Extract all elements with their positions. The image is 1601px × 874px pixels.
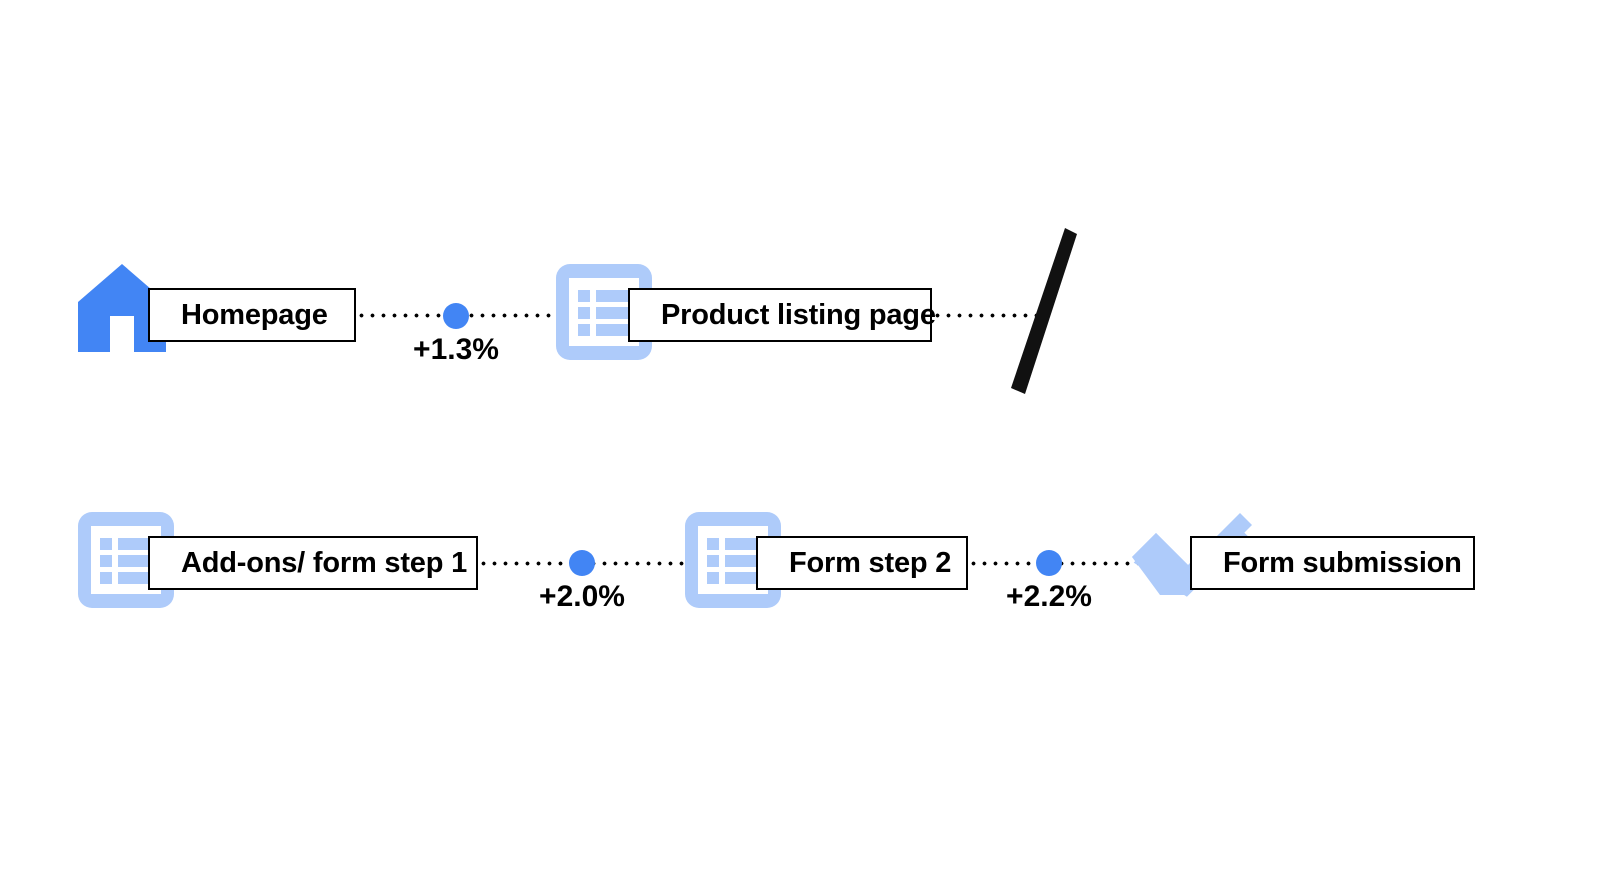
node-add-ons-form-step-1[interactable]: Add-ons/ form step 1 [148,536,478,590]
node-form-submission[interactable]: Form submission [1190,536,1475,590]
diagonal-slash-icon [995,220,1095,400]
node-form-step-2-label: Form step 2 [789,546,952,579]
connector-form-step-2-to-submission [968,561,1163,566]
connector-product-listing-to-next [932,313,1047,318]
node-form-submission-label: Form submission [1223,546,1462,579]
node-homepage-label: Homepage [181,298,328,331]
metric-value: +2.0% [539,580,625,613]
node-product-listing-page-label: Product listing page [661,298,936,331]
metric-dot [1036,550,1062,576]
node-form-step-2[interactable]: Form step 2 [756,536,968,590]
node-product-listing-page[interactable]: Product listing page [628,288,936,342]
metric-value: +2.2% [1006,580,1092,613]
metric-dot [443,303,469,329]
home-icon [76,262,168,354]
metric-dot [569,550,595,576]
node-add-ons-form-step-1-label: Add-ons/ form step 1 [181,546,468,579]
metric-value: +1.3% [413,333,499,366]
node-homepage[interactable]: Homepage [148,288,356,342]
